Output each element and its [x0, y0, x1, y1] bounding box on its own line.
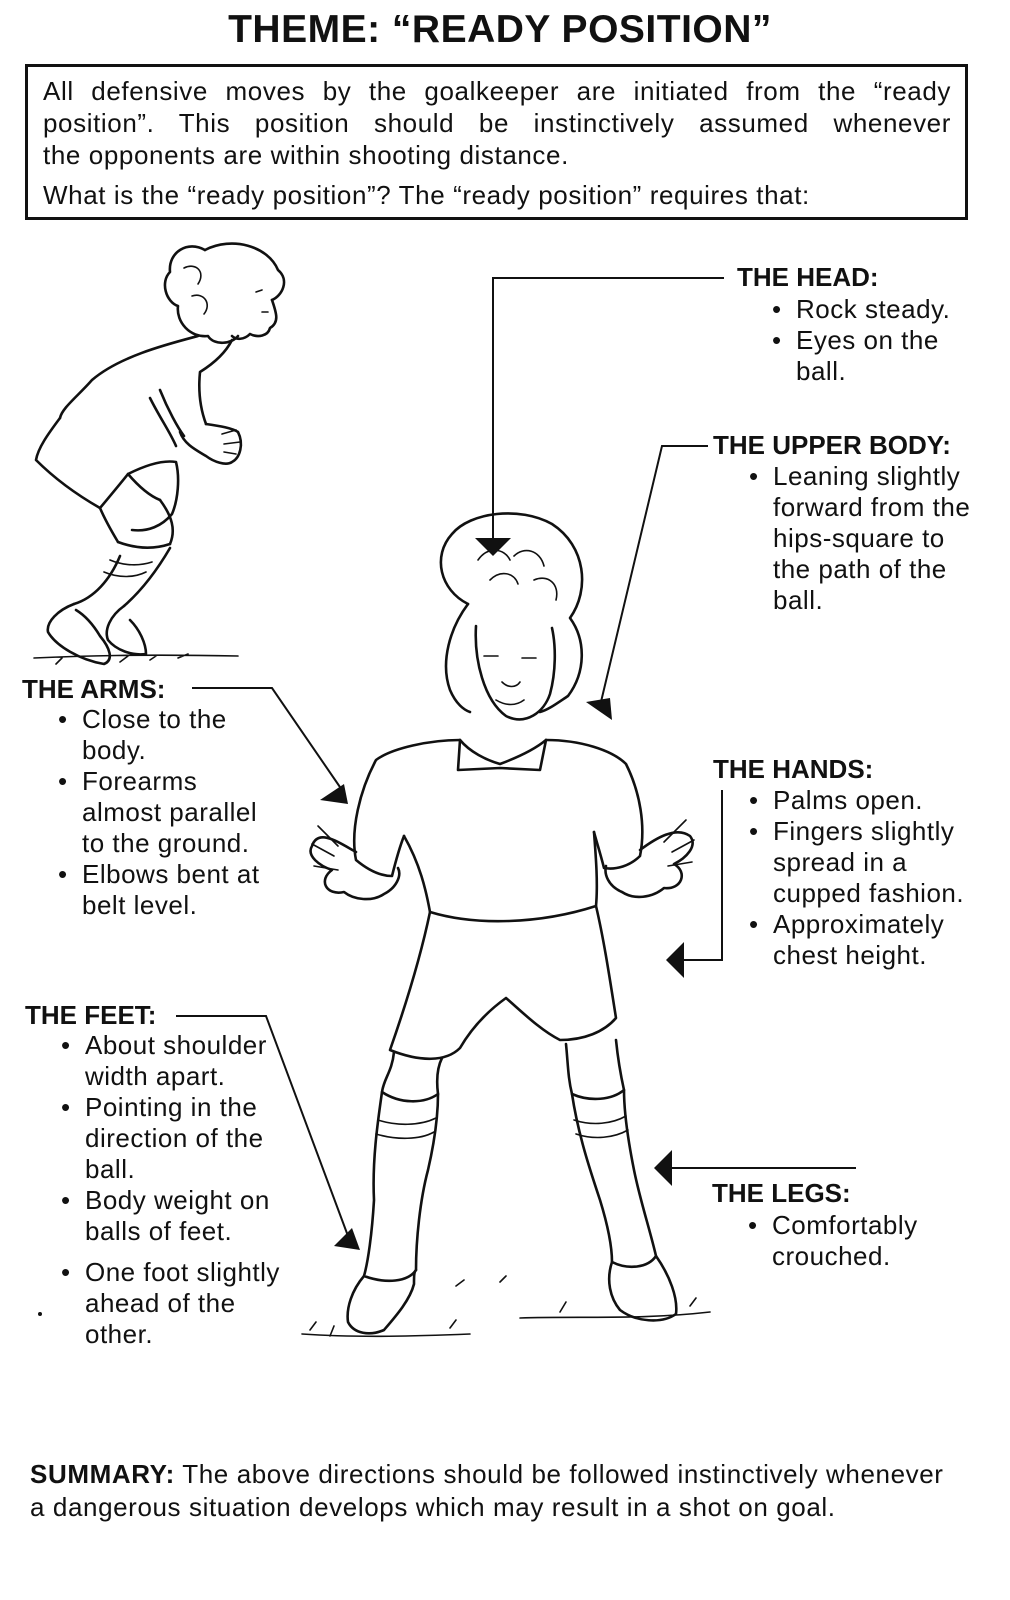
- arms-points: Close to the body. Forearms almost paral…: [58, 704, 283, 921]
- head-point: Eyes on the ball.: [772, 325, 977, 387]
- legs-points: Comfortably crouched.: [748, 1210, 973, 1272]
- feet-point: Pointing in the direction of the ball.: [61, 1092, 293, 1185]
- head-point: Rock steady.: [772, 294, 977, 325]
- page-title: THEME: “READY POSITION”: [228, 8, 772, 51]
- intro-box: All defensive moves by the goalkeeper ar…: [25, 64, 968, 220]
- intro-question: What is the “ready position”? The “ready…: [43, 180, 810, 210]
- upper-body-points: Leaning slightly forward from the hips-s…: [749, 461, 971, 616]
- goalkeeper-side-view: [33, 242, 286, 666]
- pointer-legs: [654, 1150, 856, 1186]
- intro-line: the opponents are within shooting distan…: [43, 140, 569, 170]
- hands-points: Palms open. Fingers slightly spread in a…: [749, 785, 971, 971]
- pointer-arms: [192, 687, 348, 804]
- feet-point: Body weight on balls of feet.: [61, 1185, 293, 1247]
- feet-point: About shoulder width apart.: [61, 1030, 293, 1092]
- summary: SUMMARY: The above directions should be …: [30, 1458, 945, 1524]
- hands-heading: THE HANDS:: [713, 754, 874, 784]
- summary-text: The above directions should be followed …: [30, 1459, 944, 1522]
- upper-body-point: Leaning slightly forward from the hips-s…: [749, 461, 971, 616]
- hands-point: Palms open.: [749, 785, 971, 816]
- legs-heading: THE LEGS:: [712, 1178, 851, 1208]
- arms-heading: THE ARMS:: [22, 674, 166, 704]
- stray-dot: [38, 1312, 42, 1316]
- legs-point: Comfortably crouched.: [748, 1210, 973, 1272]
- intro-line: position”. This position should be insti…: [43, 108, 951, 138]
- arms-point: Elbows bent at belt level.: [58, 859, 283, 921]
- pointer-head: [475, 277, 724, 556]
- head-heading: THE HEAD:: [737, 262, 879, 292]
- upper-body-heading: THE UPPER BODY:: [713, 430, 951, 460]
- summary-label: SUMMARY:: [30, 1459, 175, 1489]
- goalkeeper-front-view: [301, 512, 711, 1338]
- pointer-feet: [176, 1015, 360, 1250]
- feet-points: About shoulder width apart. Pointing in …: [61, 1030, 293, 1350]
- feet-heading: THE FEET:: [25, 1000, 157, 1030]
- hands-point: Approximately chest height.: [749, 909, 971, 971]
- feet-point: One foot slightly ahead of the other.: [61, 1257, 293, 1350]
- head-points: Rock steady. Eyes on the ball.: [772, 294, 977, 387]
- arms-point: Close to the body.: [58, 704, 283, 766]
- arms-point: Forearms almost parallel to the ground.: [58, 766, 283, 859]
- hands-point: Fingers slightly spread in a cupped fash…: [749, 816, 971, 909]
- pointer-upper-body: [586, 445, 708, 720]
- intro-line: All defensive moves by the goalkeeper ar…: [43, 76, 951, 106]
- pointer-hands: [666, 790, 723, 978]
